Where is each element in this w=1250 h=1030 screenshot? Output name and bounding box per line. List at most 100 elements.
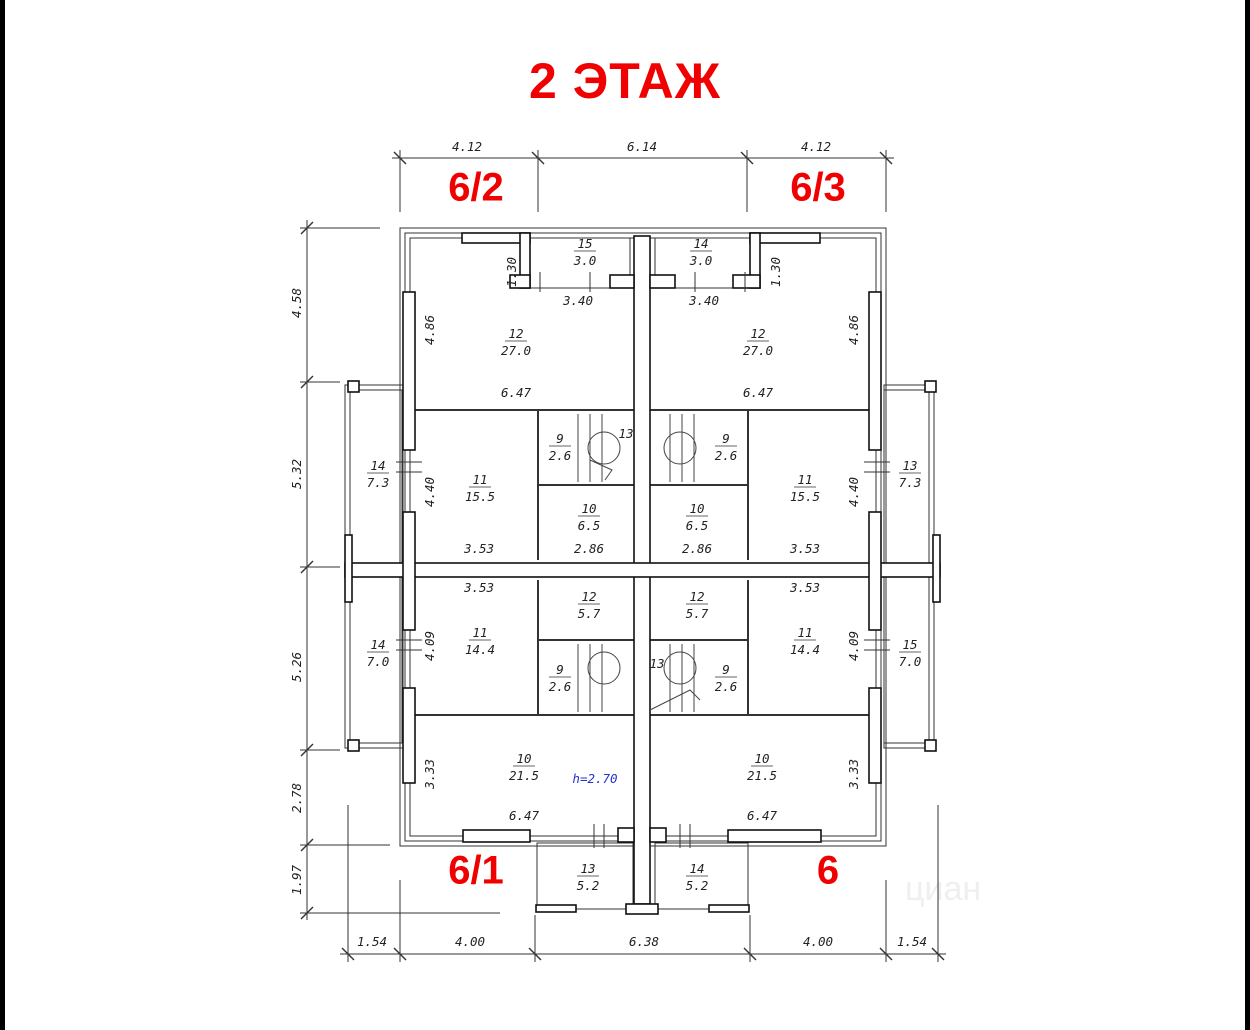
- wall-bottom-right: [727, 829, 822, 843]
- room-area: 3.0: [689, 253, 713, 268]
- dim-tick: [300, 560, 314, 574]
- wall-top-center-left: [609, 274, 635, 289]
- post-bottom-right: [924, 739, 937, 752]
- room-area: 6.5: [578, 518, 601, 533]
- dim-top-3: 4.12: [801, 139, 831, 154]
- dim-tick: [341, 947, 355, 961]
- inner-dim: 6.47: [743, 385, 774, 400]
- stair-mark: [663, 651, 697, 685]
- inner-dim: 6.47: [747, 808, 778, 823]
- room-area: 5.2: [686, 878, 709, 893]
- inner-dim: 3.40: [688, 293, 719, 308]
- room-number: 9: [556, 431, 564, 446]
- inner-dim: 3.53: [463, 541, 494, 556]
- porch-right: [654, 842, 749, 910]
- inner-dim: 4.09: [846, 631, 861, 661]
- dim-tick: [393, 947, 407, 961]
- inner-dim: 4.86: [846, 315, 861, 345]
- inner-dim: 1.30: [504, 257, 519, 287]
- room-number: 9: [722, 662, 730, 677]
- frame-left-border: [0, 0, 5, 1030]
- wall-top-left-stub: [509, 274, 531, 289]
- room-area: 15.5: [465, 489, 495, 504]
- dim-tick: [300, 375, 314, 389]
- wall-left-mid: [402, 511, 416, 631]
- dim-bottom-5: 1.54: [897, 934, 927, 949]
- inner-dim: 3.53: [789, 541, 820, 556]
- wall-bottom-left: [462, 829, 531, 843]
- balcony-end-right: [932, 534, 941, 603]
- inner-dim: 2.86: [682, 541, 712, 556]
- room-number: 10: [754, 751, 769, 766]
- dim-tick: [879, 947, 893, 961]
- stair-mark: [663, 431, 697, 465]
- floor-title: 2 ЭТАЖ: [529, 53, 721, 109]
- wall-left-lower: [402, 687, 416, 784]
- wall-right-upper: [868, 291, 882, 451]
- dim-tick: [531, 151, 545, 165]
- room-area: 5.2: [577, 878, 600, 893]
- dim-left-3: 5.26: [289, 652, 304, 682]
- watermark: циан: [905, 870, 982, 908]
- room-area: 5.7: [578, 606, 601, 621]
- room-area: 15.5: [790, 489, 820, 504]
- room-number: 12: [581, 589, 596, 604]
- ceiling-height-note: h=2.70: [572, 771, 617, 786]
- porch-left: [536, 842, 634, 910]
- room-number: 12: [508, 326, 523, 341]
- dim-top-2: 6.14: [627, 139, 657, 154]
- inner-dim: 4.09: [422, 631, 437, 661]
- room-area: 2.6: [549, 679, 572, 694]
- room-number: 10: [581, 501, 596, 516]
- room-area: 2.6: [549, 448, 572, 463]
- inner-dim: 4.40: [846, 477, 861, 507]
- balcony-end-left: [344, 534, 353, 603]
- porch-wall-right: [708, 904, 750, 913]
- room-number: 13: [580, 861, 595, 876]
- dim-tick: [300, 906, 314, 920]
- porch-wall-left: [535, 904, 577, 913]
- room-number: 12: [750, 326, 765, 341]
- wall-bottom-end: [625, 903, 659, 915]
- inner-dim: 3.40: [562, 293, 593, 308]
- room-number: 11: [472, 472, 487, 487]
- wall-center-horizontal: [344, 562, 941, 578]
- stair-mark: [587, 431, 621, 465]
- room-number: 13: [902, 458, 917, 473]
- room-area: 3.0: [573, 253, 597, 268]
- inner-dim: 1.30: [768, 257, 783, 287]
- room-number: 15: [902, 637, 917, 652]
- frame-right-border: [1245, 0, 1250, 1030]
- dim-top-1: 4.12: [452, 139, 482, 154]
- wall-bottom-center-right: [649, 827, 667, 843]
- dim-bottom-4: 4.00: [803, 934, 833, 949]
- post-top-right: [924, 380, 937, 393]
- inner-dim: 3.33: [422, 759, 437, 790]
- room-area: 7.0: [899, 654, 922, 669]
- room-number: 12: [689, 589, 704, 604]
- room-number: 14: [370, 637, 385, 652]
- dim-tick: [300, 221, 314, 235]
- dim-tick: [300, 838, 314, 852]
- room-area: 7.3: [899, 475, 922, 490]
- dim-left-1: 4.58: [289, 288, 304, 318]
- unit-label-bottom-right: 6: [816, 848, 840, 893]
- dim-tick: [740, 151, 754, 165]
- dim-left-4: 2.78: [289, 783, 304, 813]
- wall-right-mid: [868, 511, 882, 631]
- dim-tick: [300, 743, 314, 757]
- room-area: 14.4: [790, 642, 820, 657]
- stair-mark: [589, 459, 613, 481]
- room-area: 21.5: [747, 768, 777, 783]
- unit-label-top-left: 6/2: [448, 165, 504, 210]
- stair-mark: [587, 651, 621, 685]
- room-number: 10: [516, 751, 531, 766]
- inner-dim: 6.47: [509, 808, 540, 823]
- stair-mark: [649, 689, 701, 711]
- room-number: 11: [472, 625, 487, 640]
- dim-left-5: 1.97: [289, 864, 304, 895]
- room-number: 9: [722, 431, 730, 446]
- post-bottom-left: [347, 739, 360, 752]
- room-area: 2.6: [715, 679, 738, 694]
